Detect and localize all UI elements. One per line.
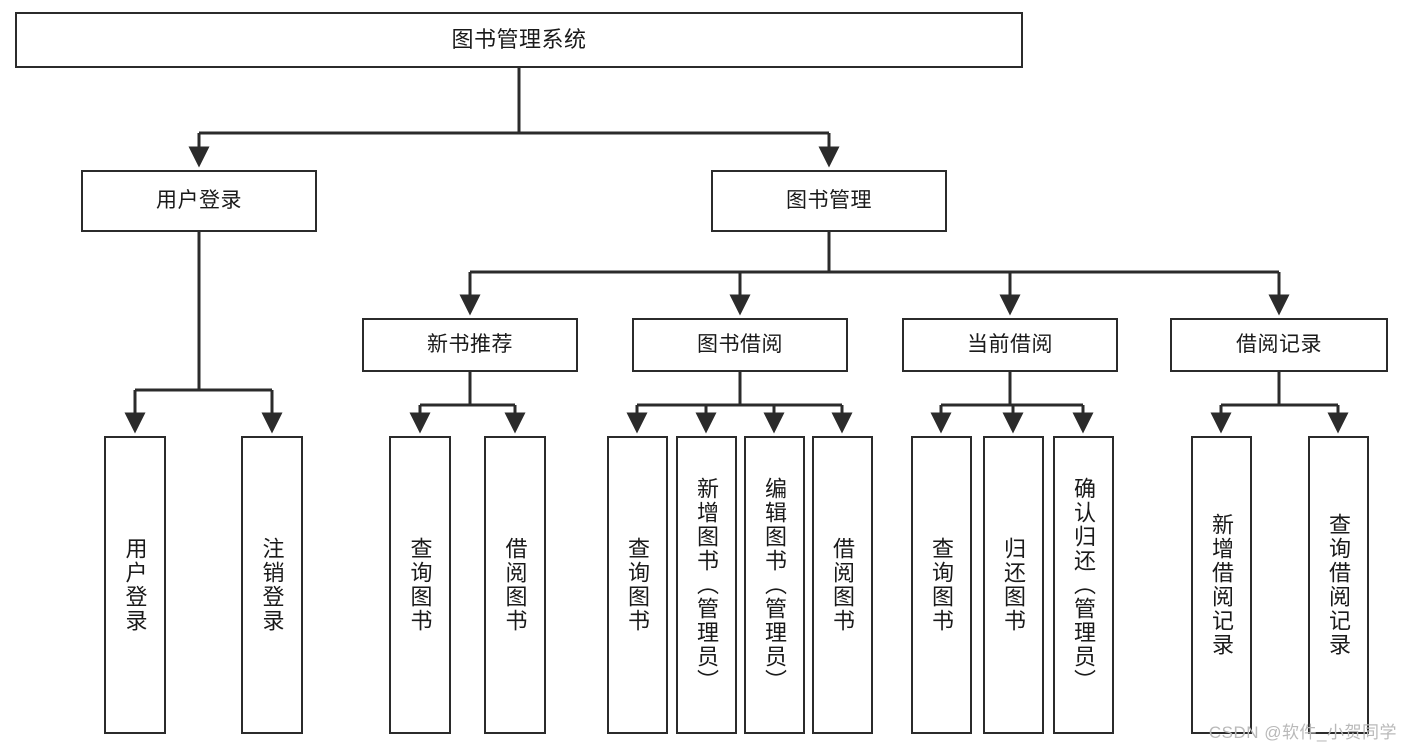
node-label: 图书管理系统 [451, 27, 587, 53]
csdn-watermark: CSDN @软件_小贺同学 [1208, 723, 1397, 742]
leaf-query-book-1[interactable]: 查询图书 [389, 436, 451, 734]
node-label: 注销登录 [259, 537, 285, 633]
node-user-login[interactable]: 用户登录 [81, 170, 317, 232]
leaf-query-record[interactable]: 查询借阅记录 [1308, 436, 1369, 734]
leaf-add-record[interactable]: 新增借阅记录 [1191, 436, 1252, 734]
node-book-management[interactable]: 图书管理 [711, 170, 947, 232]
node-label: 查询图书 [625, 537, 651, 633]
node-root-system[interactable]: 图书管理系统 [15, 12, 1023, 68]
node-label: 查询图书 [929, 537, 955, 633]
node-label: 查询图书 [407, 537, 433, 633]
node-label: 用户登录 [156, 188, 242, 212]
node-label: 当前借阅 [967, 332, 1053, 356]
node-label: 新增图书（管理员） [694, 477, 720, 693]
leaf-user-login[interactable]: 用户登录 [104, 436, 166, 734]
node-label: 新书推荐 [427, 332, 513, 356]
node-new-book-recommend[interactable]: 新书推荐 [362, 318, 578, 372]
node-label: 新增借阅记录 [1209, 513, 1235, 657]
node-label: 借阅记录 [1236, 332, 1322, 356]
node-label: 借阅图书 [502, 537, 528, 633]
leaf-borrow-book-1[interactable]: 借阅图书 [484, 436, 546, 734]
leaf-query-book-3[interactable]: 查询图书 [911, 436, 972, 734]
node-current-borrow[interactable]: 当前借阅 [902, 318, 1118, 372]
node-borrow-record[interactable]: 借阅记录 [1170, 318, 1388, 372]
node-label: 确认归还（管理员） [1071, 477, 1097, 693]
node-label: 图书管理 [786, 188, 872, 212]
leaf-logout[interactable]: 注销登录 [241, 436, 303, 734]
leaf-query-book-2[interactable]: 查询图书 [607, 436, 668, 734]
node-label: 图书借阅 [697, 332, 783, 356]
leaf-confirm-return[interactable]: 确认归还（管理员） [1053, 436, 1114, 734]
node-label: 编辑图书（管理员） [762, 477, 788, 693]
node-label: 用户登录 [122, 537, 148, 633]
leaf-borrow-book-2[interactable]: 借阅图书 [812, 436, 873, 734]
node-label: 查询借阅记录 [1326, 513, 1352, 657]
leaf-add-book[interactable]: 新增图书（管理员） [676, 436, 737, 734]
node-label: 归还图书 [1001, 537, 1027, 633]
leaf-edit-book[interactable]: 编辑图书（管理员） [744, 436, 805, 734]
node-label: 借阅图书 [830, 537, 856, 633]
node-book-borrow[interactable]: 图书借阅 [632, 318, 848, 372]
leaf-return-book[interactable]: 归还图书 [983, 436, 1044, 734]
